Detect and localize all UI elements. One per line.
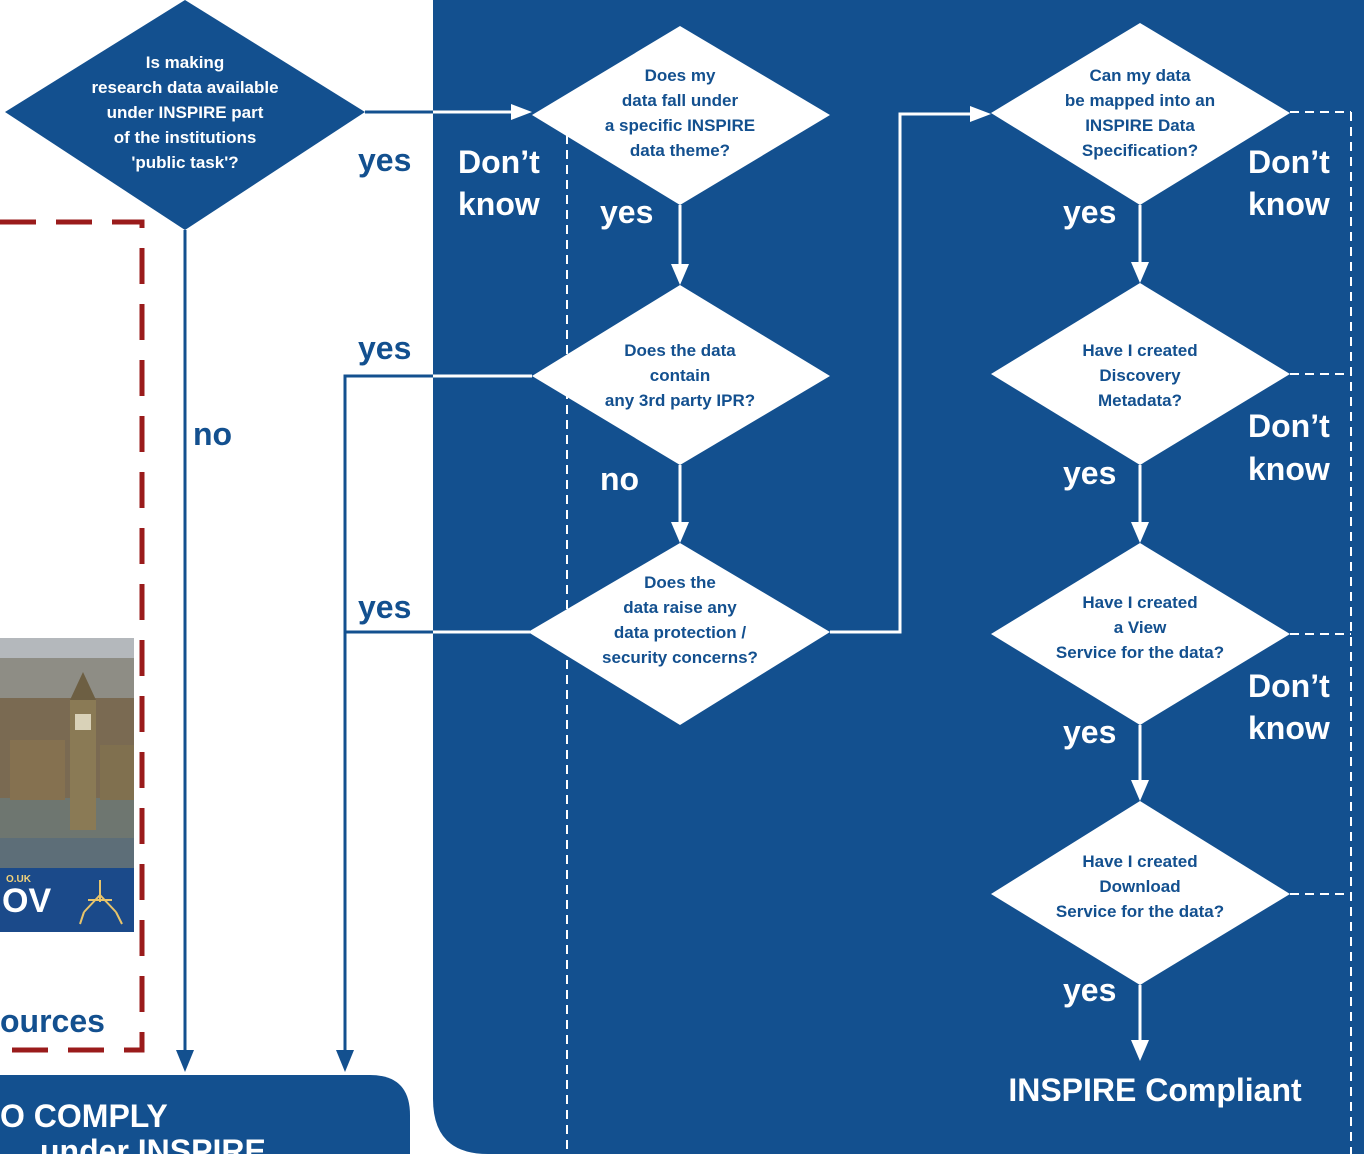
label-yes-download: yes <box>1063 972 1116 1008</box>
label-yes-discovery: yes <box>1063 455 1116 491</box>
svg-text:under INSPIRE part: under INSPIRE part <box>107 103 264 122</box>
arrowhead-no <box>176 1050 194 1072</box>
comply-text-2: under INSPIRE <box>40 1133 266 1154</box>
diamond-discovery <box>991 283 1290 465</box>
svg-text:Metadata?: Metadata? <box>1098 391 1182 410</box>
q-ipr-text: Does the data contain any 3rd party IPR? <box>605 341 755 410</box>
svg-text:Does the: Does the <box>644 573 716 592</box>
gov-logo-text: OV <box>2 882 51 920</box>
diamond-mapped <box>991 23 1290 205</box>
label-dontknow-left-2: know <box>458 186 540 222</box>
q-public-task-text: Is making research data available under … <box>91 53 278 172</box>
label-yes-public-task: yes <box>358 142 411 178</box>
label-dontknow-discovery-1: Don’t <box>1248 408 1330 444</box>
svg-text:a specific INSPIRE: a specific INSPIRE <box>605 116 755 135</box>
svg-text:data protection /: data protection / <box>614 623 747 642</box>
svg-text:Have I created: Have I created <box>1082 593 1197 612</box>
q-mapped-text: Can my data be mapped into an INSPIRE Da… <box>1065 66 1215 160</box>
diamond-view <box>991 543 1290 725</box>
svg-text:Does the data: Does the data <box>624 341 736 360</box>
diamond-theme <box>532 26 830 205</box>
q-view-text: Have I created a View Service for the da… <box>1056 593 1224 662</box>
svg-text:data theme?: data theme? <box>630 141 730 160</box>
city-photo <box>0 638 134 868</box>
svg-text:any 3rd party IPR?: any 3rd party IPR? <box>605 391 755 410</box>
q-discovery-text: Have I created Discovery Metadata? <box>1082 341 1197 410</box>
q-security-text: Does the data raise any data protection … <box>602 573 758 667</box>
svg-text:security concerns?: security concerns? <box>602 648 758 667</box>
label-yes-ipr: yes <box>358 330 411 366</box>
arrowhead-view <box>1131 522 1149 543</box>
comply-text: O COMPLY <box>0 1098 168 1134</box>
q-theme-text: Does my data fall under a specific INSPI… <box>605 66 755 160</box>
svg-text:contain: contain <box>650 366 710 385</box>
svg-text:Can my data: Can my data <box>1089 66 1191 85</box>
svg-text:a View: a View <box>1114 618 1167 637</box>
arrowhead-ipr <box>671 264 689 285</box>
label-dontknow-mapped-2: know <box>1248 186 1330 222</box>
svg-text:data raise any: data raise any <box>623 598 737 617</box>
label-dontknow-view-1: Don’t <box>1248 668 1330 704</box>
svg-text:data fall under: data fall under <box>622 91 739 110</box>
arrowhead-yes <box>336 1050 354 1072</box>
arrowhead-compliant <box>1131 1040 1149 1061</box>
svg-text:be mapped into an: be mapped into an <box>1065 91 1215 110</box>
arrow-ipr-yes-a <box>343 374 433 1058</box>
diamond-public-task <box>5 0 365 230</box>
svg-text:Specification?: Specification? <box>1082 141 1198 160</box>
star-logo-icon <box>79 880 123 925</box>
svg-text:Service for the data?: Service for the data? <box>1056 643 1224 662</box>
svg-text:Have I created: Have I created <box>1082 341 1197 360</box>
label-no-public-task: no <box>193 416 232 452</box>
svg-text:Have I created: Have I created <box>1082 852 1197 871</box>
svg-text:Download: Download <box>1099 877 1180 896</box>
resources-box <box>0 219 145 1053</box>
arrowhead-theme <box>511 104 532 120</box>
svg-text:research data available: research data available <box>91 78 278 97</box>
label-yes-view: yes <box>1063 714 1116 750</box>
diamond-download <box>991 801 1290 985</box>
q-download-text: Have I created Download Service for the … <box>1056 852 1224 921</box>
label-yes-theme: yes <box>600 194 653 230</box>
arrowhead-mapped <box>970 106 991 122</box>
svg-text:Does my: Does my <box>645 66 716 85</box>
arrowhead-discovery <box>1131 262 1149 283</box>
label-dontknow-left-1: Don’t <box>458 144 540 180</box>
comply-box <box>0 1075 410 1154</box>
arrow-security-to-mapped <box>830 112 975 634</box>
diamond-security <box>528 543 830 725</box>
label-dontknow-view-2: know <box>1248 710 1330 746</box>
resources-title: ources <box>0 1003 105 1039</box>
arrowhead-security <box>671 522 689 543</box>
arrowhead-download <box>1131 780 1149 801</box>
inspire-compliant-label: INSPIRE Compliant <box>1008 1072 1302 1108</box>
gov-logo-strip: OV O.UK <box>0 868 134 932</box>
svg-text:'public task'?: 'public task'? <box>131 153 238 172</box>
svg-text:Service for the data?: Service for the data? <box>1056 902 1224 921</box>
svg-text:of the institutions: of the institutions <box>114 128 257 147</box>
label-dontknow-mapped-1: Don’t <box>1248 144 1330 180</box>
label-yes-security: yes <box>358 589 411 625</box>
svg-text:Discovery: Discovery <box>1099 366 1181 385</box>
label-no-ipr: no <box>600 461 639 497</box>
svg-text:INSPIRE Data: INSPIRE Data <box>1085 116 1195 135</box>
svg-text:Is making: Is making <box>146 53 224 72</box>
gov-url-text: O.UK <box>6 874 32 885</box>
label-dontknow-discovery-2: know <box>1248 451 1330 487</box>
label-yes-mapped: yes <box>1063 194 1116 230</box>
diamond-ipr <box>532 285 830 465</box>
